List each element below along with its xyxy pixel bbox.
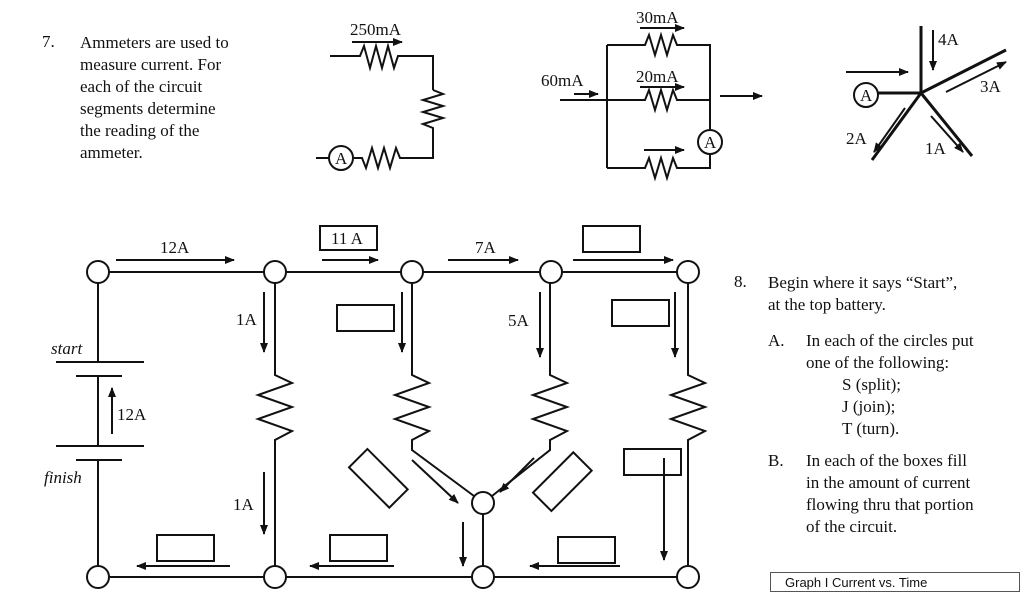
node-center[interactable] — [471, 491, 495, 515]
q8-a-line: one of the following: — [806, 353, 950, 372]
question-7-text: Ammeters are used to measure current. Fo… — [80, 32, 229, 164]
q8-a-line: J (join); — [842, 397, 896, 416]
q8-b-line: In each of the boxes fill — [806, 451, 967, 470]
answer-box-bottom-1[interactable] — [156, 534, 215, 562]
node-bottom-3[interactable] — [471, 565, 495, 589]
answer-box-bottom-3[interactable] — [557, 536, 616, 564]
answer-box-branch-2[interactable] — [336, 304, 395, 332]
segment-3-lower-right-current: 1A — [925, 139, 947, 158]
segment-3-lower-left-current: 2A — [846, 129, 868, 148]
answer-box-diag-left[interactable] — [347, 447, 410, 510]
question-8-text: Begin where it says “Start”, at the top … — [768, 272, 957, 316]
q8-b-line: in the amount of current — [806, 473, 971, 492]
answer-box-top-2 — [319, 225, 378, 251]
label-top-current-1: 12A — [160, 238, 190, 257]
q8-line: at the top battery. — [768, 295, 886, 314]
label-branch-3-top: 5A — [508, 311, 530, 330]
q7-line: segments determine — [80, 99, 216, 118]
q7-line: ammeter. — [80, 143, 143, 162]
answer-box-bottom-2[interactable] — [329, 534, 388, 562]
node-top-3[interactable] — [400, 260, 424, 284]
main-circuit-arrows — [108, 256, 679, 570]
q8-b-line: flowing thru that portion — [806, 495, 974, 514]
segment-1-current: 250mA — [350, 20, 402, 39]
label-top-current-3: 7A — [475, 238, 497, 257]
ammeter-3 — [853, 82, 879, 108]
node-top-5[interactable] — [676, 260, 700, 284]
q8-a-line: T (turn). — [842, 419, 900, 438]
segment-2-top-current: 30mA — [636, 8, 679, 27]
segment-2-circuit — [560, 24, 763, 182]
label-battery-current: 12A — [117, 405, 147, 424]
ammeter-2-label: A — [704, 133, 717, 152]
q8-a-line: In each of the circles put — [806, 331, 974, 350]
ammeter-1-label: A — [335, 149, 348, 168]
node-bottom-1[interactable] — [86, 565, 110, 589]
ammeter-3-label: A — [860, 86, 873, 105]
segment-3-top-current: 4A — [938, 30, 960, 49]
main-circuit-answer-boxes — [156, 225, 682, 564]
answer-box-branch-4[interactable] — [611, 299, 670, 327]
node-top-2[interactable] — [263, 260, 287, 284]
q8-b-line: of the circuit. — [806, 517, 898, 536]
q8-option-b: In each of the boxes fill in the amount … — [806, 450, 974, 538]
q7-line: Ammeters are used to — [80, 33, 229, 52]
segment-3-arrows — [846, 30, 1007, 153]
segment-1-circuit — [316, 38, 447, 172]
q8-option-b-letter: B. — [768, 451, 784, 470]
q7-line: each of the circuit — [80, 77, 203, 96]
main-circuit-wires — [56, 271, 709, 578]
q8-option-a: In each of the circles put one of the fo… — [806, 330, 974, 440]
question-7-number: 7. — [42, 32, 55, 51]
segment-3-right-current: 3A — [980, 77, 1002, 96]
q8-line: Begin where it says “Start”, — [768, 273, 958, 292]
label-top-box-2: 11 A — [331, 229, 364, 248]
node-bottom-2[interactable] — [263, 565, 287, 589]
answer-box-top-4[interactable] — [582, 225, 641, 253]
label-finish: finish — [44, 468, 82, 487]
answer-box-right-lower[interactable] — [623, 448, 682, 476]
node-top-1[interactable] — [86, 260, 110, 284]
q7-line: measure current. For — [80, 55, 222, 74]
label-start: start — [51, 339, 83, 358]
q7-line: the reading of the — [80, 121, 200, 140]
node-top-4[interactable] — [539, 260, 563, 284]
q8-option-a-letter: A. — [768, 331, 785, 350]
q8-a-line: S (split); — [842, 375, 902, 394]
question-8-number: 8. — [734, 272, 747, 291]
label-branch-1-top: 1A — [236, 310, 258, 329]
label-branch-1-bottom: 1A — [233, 495, 255, 514]
segment-2-middle-current: 20mA — [636, 67, 679, 86]
ammeter-1 — [328, 145, 354, 171]
ammeter-2 — [697, 129, 723, 155]
segment-2-input: 60mA — [541, 71, 584, 90]
node-bottom-4[interactable] — [676, 565, 700, 589]
answer-box-diag-right[interactable] — [531, 450, 594, 513]
main-circuit-nodes — [86, 260, 700, 589]
